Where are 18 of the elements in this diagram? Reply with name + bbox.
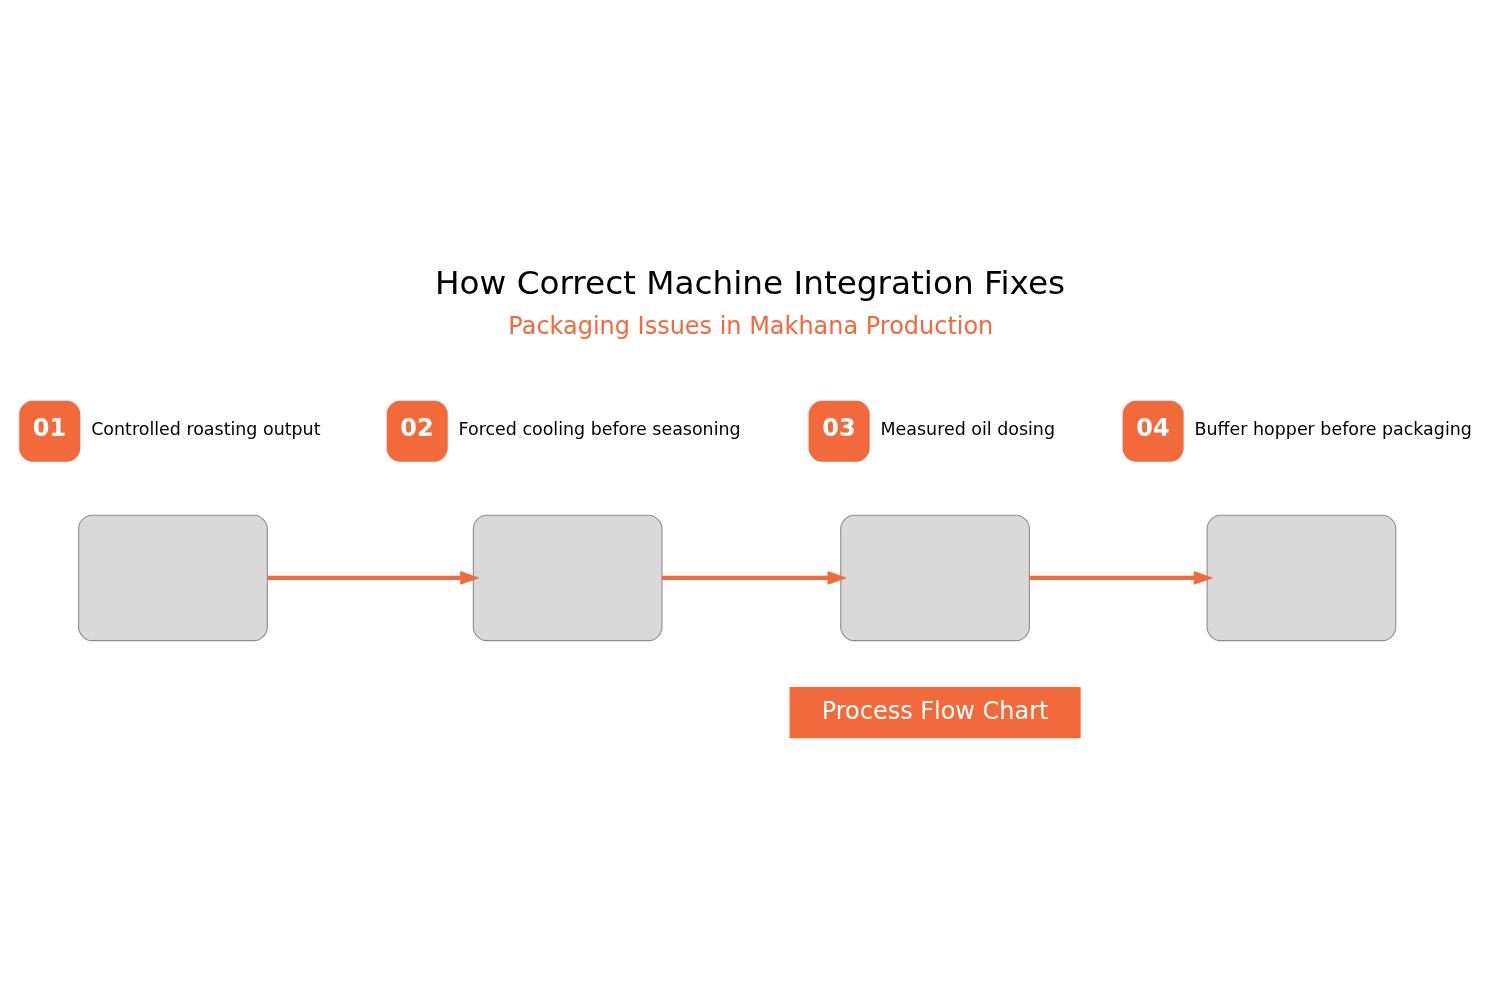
node-label: Measured oil dosing	[880, 418, 1055, 439]
diagram-title: How Correct Machine Integration Fixes	[434, 263, 1066, 302]
node-label: Forced cooling before seasoning	[458, 418, 741, 439]
node-box: 02	[386, 400, 448, 462]
node-box	[840, 514, 1030, 641]
node-box: 01	[19, 400, 81, 462]
label: Packaging Issues in Makhana Production	[508, 311, 994, 340]
arrow	[267, 570, 480, 585]
node-label: Buffer hopper before packaging	[1194, 418, 1472, 439]
node-box: Process Flow Chart	[789, 686, 1081, 738]
node-box	[1206, 514, 1397, 641]
node-label: Controlled roasting output	[91, 418, 321, 439]
node-box: 03	[808, 400, 870, 462]
node-box: 04	[1122, 400, 1184, 462]
node-box	[472, 514, 663, 641]
arrow	[662, 570, 848, 585]
arrow	[1029, 570, 1214, 585]
node-box	[78, 514, 268, 641]
